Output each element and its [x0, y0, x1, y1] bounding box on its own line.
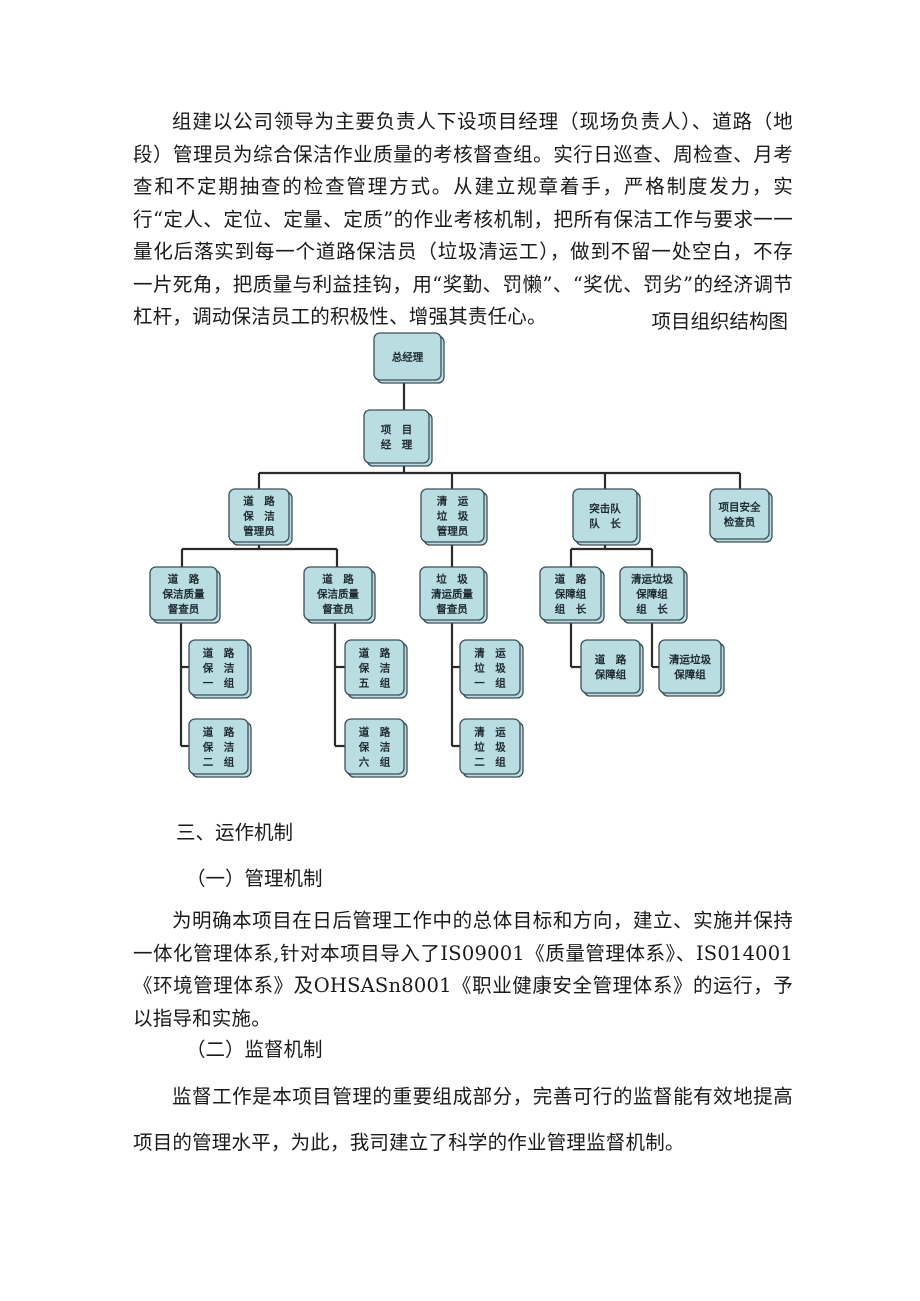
org-node-label: 保 洁 — [358, 741, 391, 754]
org-node-label: 清运质量 — [431, 588, 473, 601]
org-node-label: 道 路 — [243, 495, 275, 508]
org-node-label: 保 洁 — [242, 510, 275, 523]
org-node-label: 垃 圾 — [474, 741, 506, 754]
org-node-waste-team-1: 清 运垃 圾一 组 — [459, 639, 524, 699]
org-node-label: 保 洁 — [202, 741, 235, 754]
org-node-label: 总经理 — [392, 351, 424, 364]
org-node-label: 清 运 — [437, 495, 469, 508]
org-node-box — [188, 639, 249, 696]
org-node-road-team-2: 道 路保 洁二 组 — [188, 718, 252, 778]
org-connectors — [179, 380, 742, 748]
org-node-label: 保障组 — [673, 668, 706, 681]
org-node-box — [419, 566, 485, 621]
org-node-label: 督查员 — [322, 603, 354, 616]
org-node-box — [344, 718, 405, 775]
org-node-label: 二 组 — [203, 756, 235, 769]
org-node-label: 清运垃圾 — [669, 653, 711, 666]
intro-paragraph: 组建以公司领导为主要负责人下设项目经理（现场负责人）、道路（地段）管理员为综合保… — [133, 110, 793, 328]
org-node-road-team-6: 道 路保 洁六 组 — [344, 718, 408, 778]
org-node-label: 道 路 — [203, 726, 235, 739]
org-node-label: 道 路 — [359, 647, 391, 660]
org-node-pm: 项 目经 理 — [363, 409, 433, 467]
org-node-label: 道 路 — [168, 573, 200, 586]
org-node-box — [539, 566, 602, 621]
section-3-title: 三、运作机制 — [176, 821, 294, 844]
org-node-box — [149, 566, 218, 621]
org-node-box — [580, 639, 641, 694]
org-node-road-team-1: 道 路保 洁一 组 — [188, 639, 252, 699]
org-node-label: 道 路 — [322, 573, 354, 586]
org-node-label: 项 目 — [381, 424, 413, 436]
org-node-label: 督查员 — [436, 603, 468, 616]
org-node-box — [709, 488, 770, 540]
org-node-box — [619, 566, 685, 621]
org-node-label: 经 理 — [381, 438, 413, 451]
subsection-1-title: （一）管理机制 — [186, 867, 323, 890]
org-node-label: 清 运 — [474, 726, 506, 739]
org-node-label: 保 洁 — [358, 662, 391, 675]
org-node-label: 保洁质量 — [162, 588, 205, 601]
org-node-label: 项目安全 — [719, 501, 761, 514]
org-node-label: 道 路 — [555, 573, 587, 586]
org-node-label: 道 路 — [359, 726, 391, 739]
org-node-label: 垃 圾 — [474, 662, 506, 675]
supervision-paragraph: 监督工作是本项目管理的重要组成部分，完善可行的监督能有效地提高项目的管理水平，为… — [133, 1085, 793, 1154]
org-node-box — [303, 566, 373, 621]
org-node-label: 六 组 — [359, 756, 391, 769]
org-node-label: 管理员 — [243, 525, 275, 538]
org-node-box — [363, 409, 430, 464]
org-node-label: 垃 圾 — [437, 510, 469, 523]
org-node-box — [373, 332, 442, 381]
org-node-box — [188, 718, 249, 775]
org-node-box — [658, 639, 722, 694]
org-node-label: 一 组 — [203, 677, 235, 690]
subsection-2-title: （二）监督机制 — [186, 1038, 323, 1061]
org-node-label: 保障组 — [554, 588, 587, 601]
org-node-box — [420, 488, 485, 543]
org-node-label: 组 长 — [555, 603, 587, 616]
org-node-box — [344, 639, 405, 696]
org-node-label: 道 路 — [203, 647, 235, 660]
org-node-label: 队 长 — [589, 517, 621, 530]
org-node-label: 保 洁 — [202, 662, 235, 675]
org-node-label: 二 组 — [474, 756, 506, 769]
org-node-box — [572, 488, 638, 543]
org-node-label: 保障组 — [594, 668, 627, 681]
org-node-label: 道 路 — [595, 653, 627, 666]
org-node-box — [459, 718, 521, 775]
chart-caption: 项目组织结构图 — [651, 310, 788, 333]
management-paragraph: 为明确本项目在日后管理工作中的总体目标和方向，建立、实施并保持一体化管理体系,针… — [133, 909, 793, 1030]
org-node-gm: 总经理 — [373, 332, 445, 384]
org-node-label: 突击队 — [589, 502, 621, 515]
org-node-label: 组 长 — [636, 603, 668, 616]
org-node-box — [459, 639, 521, 696]
org-node-road-team-5: 道 路保 洁五 组 — [344, 639, 408, 699]
org-node-label: 检查员 — [724, 516, 756, 529]
org-node-label: 垃 圾 — [436, 573, 468, 586]
org-node-label: 清运垃圾 — [631, 573, 673, 586]
org-node-label: 一 组 — [474, 677, 506, 690]
org-node-label: 督查员 — [168, 603, 200, 616]
org-node-box — [228, 488, 290, 543]
org-node-label: 管理员 — [437, 525, 469, 538]
org-node-label: 保洁质量 — [316, 588, 359, 601]
org-node-waste-team-2: 清 运垃 圾二 组 — [459, 718, 524, 778]
org-node-label: 清 运 — [474, 647, 506, 660]
org-node-label: 五 组 — [359, 677, 391, 690]
org-node-label: 保障组 — [635, 588, 668, 601]
